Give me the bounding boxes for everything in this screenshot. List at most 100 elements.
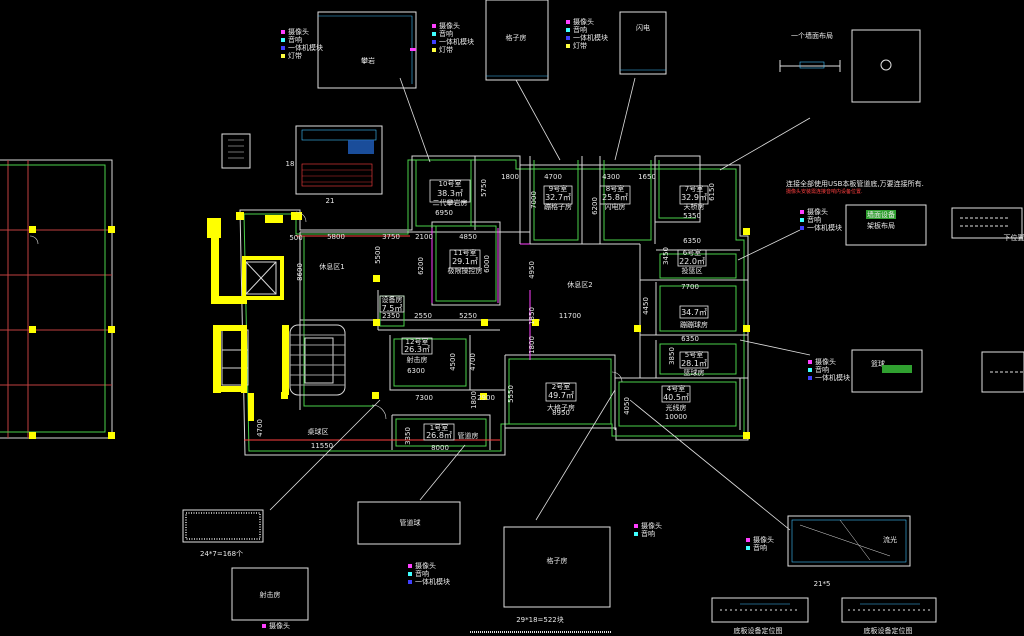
- svg-text:1850: 1850: [528, 307, 536, 325]
- room-4: 4号室 40.5㎡ 光线房: [661, 384, 691, 412]
- detail-title: 射击房: [260, 590, 281, 599]
- room-number: 9号室: [549, 184, 567, 193]
- detail-pipe: 管道球: [357, 501, 461, 545]
- svg-text:音响: 音响: [439, 29, 453, 38]
- door-swings: [29, 211, 623, 420]
- legend-block-top-right: 摄像头 音响 一体机模块 灯带: [566, 17, 608, 50]
- svg-text:灯带: 灯带: [288, 51, 302, 60]
- stairwell: [289, 324, 346, 396]
- svg-text:6000: 6000: [483, 255, 491, 273]
- svg-text:6200: 6200: [591, 197, 599, 215]
- svg-text:10000: 10000: [665, 413, 687, 421]
- room-name: 管道房: [458, 431, 479, 440]
- svg-text:4950: 4950: [528, 261, 536, 279]
- svg-text:18: 18: [286, 160, 295, 168]
- detail-title: 攀岩: [361, 56, 375, 65]
- room-number: 12号室: [406, 337, 429, 346]
- room-number: 5号室: [685, 350, 703, 359]
- detail-wall-layout: 一个墙面布局: [779, 29, 921, 103]
- svg-text:1650: 1650: [638, 173, 656, 181]
- rest-area-1-label: 休息区1: [319, 262, 344, 271]
- svg-text:2550: 2550: [414, 312, 432, 320]
- room-number: 11号室: [454, 248, 477, 257]
- svg-text:摄像头: 摄像头: [807, 207, 828, 216]
- svg-text:一体机模块: 一体机模块: [439, 37, 474, 46]
- dimension-labels: 6950 5750 1800 4700 7000 4300 6200 1650 …: [256, 173, 716, 452]
- svg-text:7700: 7700: [681, 283, 699, 291]
- room-area: 38.3㎡: [437, 189, 463, 198]
- svg-text:一体机模块: 一体机模块: [807, 223, 842, 232]
- svg-text:6950: 6950: [435, 209, 453, 217]
- svg-text:灯带: 灯带: [573, 41, 587, 50]
- svg-text:底板设备定位图: 底板设备定位图: [734, 626, 783, 635]
- room-area: 25.8㎡: [602, 193, 628, 202]
- room-area: 32.9㎡: [681, 193, 707, 202]
- room-area: 34.7㎡: [681, 308, 707, 317]
- svg-text:6300: 6300: [407, 367, 425, 375]
- svg-text:8950: 8950: [552, 409, 570, 417]
- room-name: 蹦格子房: [544, 202, 572, 211]
- detail-dot-grid: 24*7=168个: [182, 509, 264, 558]
- detail-flash: 闪电: [619, 11, 667, 75]
- svg-text:5500: 5500: [374, 246, 382, 264]
- room-number: 6号室: [683, 248, 701, 257]
- svg-text:11550: 11550: [311, 442, 333, 450]
- svg-text:6350: 6350: [681, 335, 699, 343]
- svg-text:4700: 4700: [544, 173, 562, 181]
- legend-block-top-left: 摄像头 音响 一体机模块 灯带: [281, 27, 323, 60]
- room-name: 蹦蹦球房: [680, 320, 708, 329]
- room-area: 29.1㎡: [452, 257, 478, 266]
- room-10: 10号室 38.3㎡ 二代攀岩房: [429, 179, 471, 207]
- legend-block-top-mid: 摄像头 音响 一体机模块 灯带: [432, 21, 474, 54]
- bottom-panel-left: 底板设备定位图: [711, 597, 809, 635]
- svg-text:2100: 2100: [415, 233, 433, 241]
- svg-text:11700: 11700: [559, 312, 581, 320]
- svg-text:音响: 音响: [573, 25, 587, 34]
- svg-text:4500: 4500: [449, 353, 457, 371]
- svg-text:墙面设备: 墙面设备: [867, 210, 895, 219]
- detail-shoot: 射击房: [231, 567, 309, 621]
- svg-text:24*7=168个: 24*7=168个: [200, 550, 243, 558]
- room-name: 光线房: [666, 403, 687, 412]
- interior-walls: [299, 155, 748, 450]
- main-outline: [239, 155, 749, 456]
- wiring-notes: 连接全部使用USB本板管道底,万要连接所有. 摄像头安装需连接音响内设备位置.: [786, 179, 924, 195]
- room-area: 7.5㎡: [382, 304, 403, 313]
- room-name: 篮球房: [684, 368, 705, 377]
- legend-block-right-mid: 摄像头 音响 一体机模块: [808, 357, 850, 382]
- svg-text:音响: 音响: [641, 529, 655, 538]
- room-2: 2号室 49.7㎡ 大格子房: [545, 382, 577, 412]
- detail-title: 格子房: [506, 33, 527, 42]
- svg-text:摄像头: 摄像头: [269, 621, 290, 630]
- room-8: 8号室 25.8㎡ 闪电房: [599, 184, 631, 211]
- svg-text:一体机模块: 一体机模块: [288, 43, 323, 52]
- room-name: 大格子房: [547, 403, 575, 412]
- room-9: 9号室 32.7㎡ 蹦格子房: [543, 184, 573, 211]
- svg-text:2350: 2350: [382, 312, 400, 320]
- room-area: 28.1㎡: [681, 359, 707, 368]
- svg-text:架板布局: 架板布局: [867, 221, 895, 230]
- room-number: 1号室: [430, 423, 448, 432]
- room-area: 26.3㎡: [404, 345, 430, 354]
- detail-title: 管道球: [400, 518, 421, 527]
- room-11: 11号室 29.1㎡ 极限操控房: [448, 248, 483, 275]
- column-markers: [372, 228, 750, 439]
- svg-text:摄像头: 摄像头: [439, 21, 460, 30]
- svg-text:一体机模块: 一体机模块: [573, 33, 608, 42]
- svg-text:底板设备定位图: 底板设备定位图: [864, 626, 913, 635]
- leader-lines: [269, 77, 811, 531]
- svg-text:4450: 4450: [642, 297, 650, 315]
- structural-columns: [207, 212, 302, 421]
- detail-title: 格子房: [547, 556, 568, 565]
- room-12: 12号室 26.3㎡ 射击房: [401, 337, 433, 364]
- svg-text:音响: 音响: [288, 35, 302, 44]
- svg-text:4700: 4700: [469, 353, 477, 371]
- detail-grid-top: 格子房: [485, 0, 549, 81]
- room-number: 设备房: [382, 295, 403, 304]
- room-name: 射击房: [407, 355, 428, 364]
- room-area: 26.8㎡: [426, 431, 452, 440]
- svg-text:29*18=522块: 29*18=522块: [516, 615, 564, 624]
- svg-text:摄像头: 摄像头: [641, 521, 662, 530]
- room-number: 8号室: [606, 184, 624, 193]
- svg-text:6350: 6350: [683, 237, 701, 245]
